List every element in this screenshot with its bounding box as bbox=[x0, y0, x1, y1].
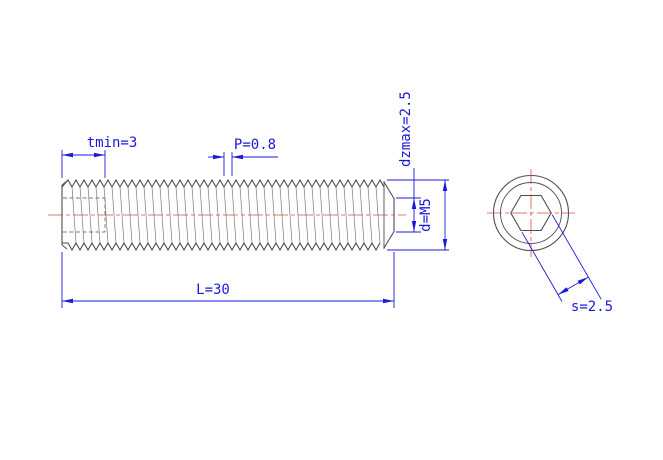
thread-crest-bottom bbox=[62, 241, 381, 252]
point-cone-bottom bbox=[383, 231, 395, 249]
length-label: L=30 bbox=[196, 282, 230, 298]
dimension-arrowhead bbox=[442, 180, 448, 191]
dimension-arrowhead bbox=[411, 198, 417, 209]
dimension-arrowhead bbox=[383, 298, 394, 304]
thread-flank-line bbox=[119, 186, 125, 244]
end-view bbox=[487, 169, 575, 257]
hex-extension-2 bbox=[521, 231, 563, 302]
thread-flank-line bbox=[319, 186, 325, 244]
thread-flank-line bbox=[343, 186, 349, 244]
point-cone-top bbox=[383, 181, 395, 199]
dzmax-label: dzmax=2.5 bbox=[398, 91, 414, 167]
dimension-arrowhead bbox=[558, 287, 569, 295]
thread-flank-line bbox=[87, 186, 93, 244]
pitch-label: P=0.8 bbox=[234, 137, 276, 153]
diameter-label: d=M5 bbox=[418, 198, 434, 232]
thread-flank-line bbox=[311, 186, 317, 244]
hex-socket-outline bbox=[510, 194, 552, 232]
hex-extension-1 bbox=[551, 214, 602, 300]
side-view bbox=[48, 178, 406, 252]
dimension-arrowhead bbox=[442, 239, 448, 250]
tmin-label: tmin=3 bbox=[87, 135, 138, 151]
dimension-arrowhead bbox=[62, 152, 73, 158]
left-chamfer-bottom bbox=[61, 244, 68, 250]
thread-flank-line bbox=[111, 186, 117, 244]
dimensions: tmin=3 P=0.8 dzmax=2.5 d=M5 L=30 s=2.5 bbox=[61, 91, 613, 315]
dimension-arrowhead bbox=[213, 154, 224, 160]
left-chamfer-top bbox=[61, 180, 68, 186]
dimension-arrowhead bbox=[94, 152, 105, 158]
thread-flank-line bbox=[287, 186, 293, 244]
dimension-arrowhead bbox=[411, 221, 417, 232]
dimension-arrowheads bbox=[62, 152, 589, 304]
dimension-arrowhead bbox=[62, 298, 73, 304]
hex-socket-label: s=2.5 bbox=[571, 299, 613, 315]
dimension-arrowhead bbox=[232, 154, 243, 160]
thread-flank-line bbox=[143, 186, 149, 244]
dimension-arrowhead bbox=[577, 277, 589, 285]
thread-crest-top bbox=[61, 178, 385, 189]
